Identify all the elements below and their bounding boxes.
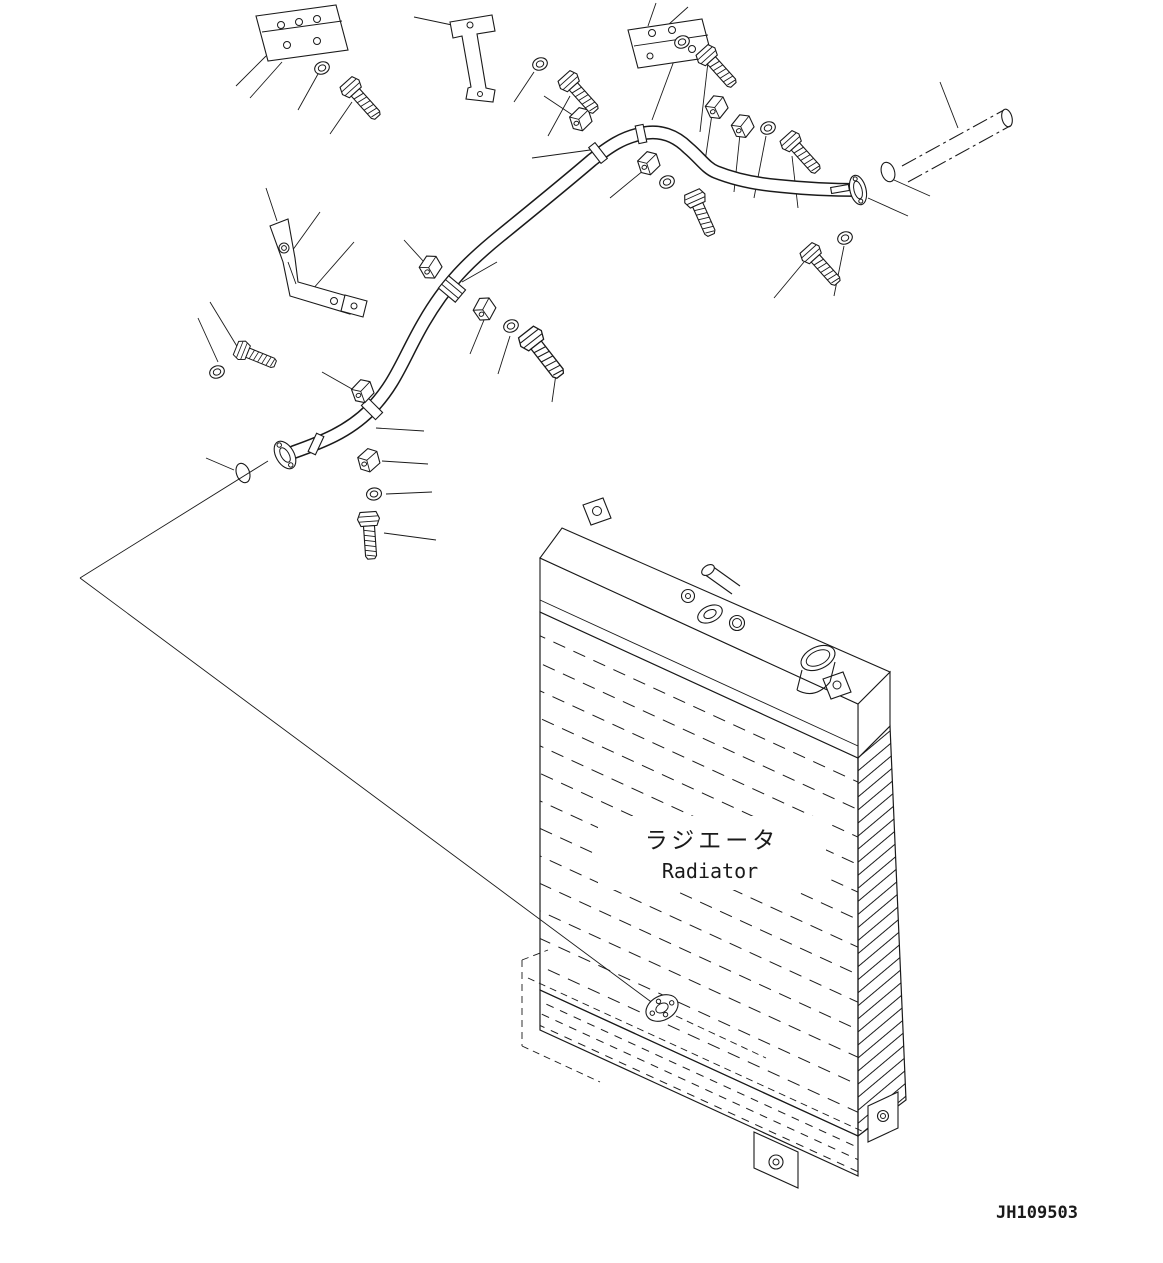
bolt [777,128,827,179]
radiator-label-en: Radiator [662,859,758,883]
leader-lines [79,2,959,1005]
inlet-nozzle [796,644,836,695]
radiator-bottom-tank [539,989,859,1177]
flange-dash-leader [675,1015,767,1059]
mount-foot-side [867,1091,899,1143]
hardware-parts [207,4,1013,1059]
washer [835,229,855,247]
bolt [356,510,383,561]
hose-ferrule [587,141,609,165]
hose-clamp [469,293,500,325]
overflow-tube [701,563,741,595]
radiator-side-face [857,724,907,1138]
label-backdrop [598,816,826,890]
bolt [797,240,847,291]
lifting-eye-right [822,671,852,700]
flange-fitting-left [273,440,297,470]
hose-ferrule [634,123,648,145]
washer [657,173,677,191]
washer [207,363,227,381]
bolt [231,338,280,374]
l-bracket-left [269,218,368,318]
hose-clamp [355,446,383,475]
bolt [337,74,387,125]
washer [365,486,383,502]
mount-foot-front [753,1131,799,1189]
washer [312,59,332,77]
mounting-bracket-top-left [255,4,349,62]
washer [758,119,778,137]
hose-clamp [415,251,446,283]
radiator-drawing [521,497,907,1189]
hose-assembly [287,123,865,459]
radiator-bottom-flange [645,994,679,1022]
filler-neck [697,604,723,624]
hose-sleeve [437,275,467,303]
clamp-half [702,91,732,123]
hose-ferrule [829,183,851,195]
phantom-pipe [901,108,1013,183]
cap-screw-left [680,588,696,604]
hidden-bracket-lines [521,949,865,1133]
washer [530,55,550,73]
hose-ferrule [307,432,325,456]
lifting-eye-left [582,497,612,526]
drawing-number: JH109503 [996,1203,1078,1223]
labels: ラジエータ Radiator JH109503 [598,816,1078,1223]
bolt [515,323,572,385]
bolt [681,186,722,240]
clamp-half [728,110,758,142]
flange-fitting-right [848,174,868,206]
radiator-label-jp: ラジエータ [645,828,780,854]
support-bracket-top-center [449,14,496,103]
washer [501,317,521,335]
cap-screw-right [728,614,746,632]
